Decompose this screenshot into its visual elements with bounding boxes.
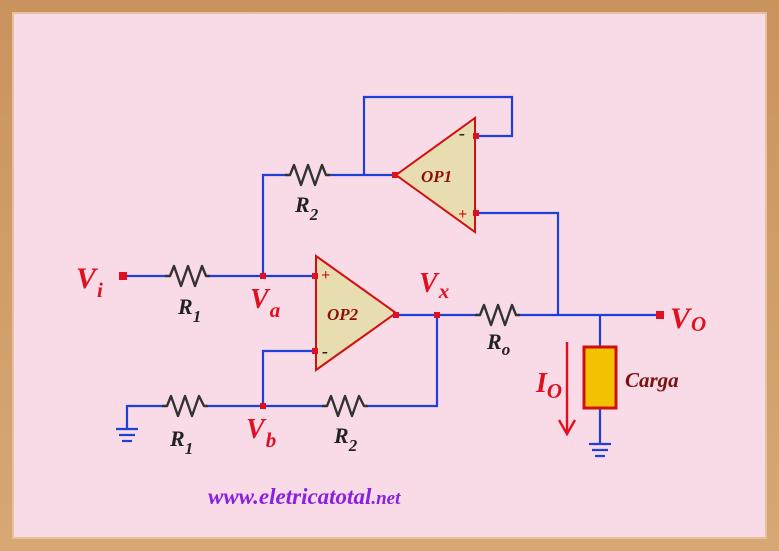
label-r1-top: R1 [177,294,201,326]
label-vi: Vi [76,262,103,302]
label-r1-bottom: R1 [169,426,193,458]
node-va [260,273,266,279]
label-carga: Carga [625,368,679,392]
node-op2-minus [312,348,318,354]
opamp-op1 [394,116,476,234]
node-op2-out [393,312,399,318]
label-va: Va [250,284,280,322]
node-op1-minus [473,133,479,139]
op1-minus-sign: - [459,123,465,143]
op2-minus-sign: - [322,341,328,361]
node-op1-in [392,172,398,178]
node-op1-plus [473,210,479,216]
resistor-r2-top [285,163,330,187]
resistor-r2-bottom [322,394,368,418]
label-ro: Ro [486,329,510,359]
resistor-r1-bottom [162,394,208,418]
ground-left-icon [116,427,138,443]
opamp-op2 [315,254,398,372]
label-vo: VO [670,302,706,336]
load-carga [582,345,618,410]
label-r2-top: R2 [294,192,319,224]
wire-vb-op2minus [261,349,316,406]
label-op1: OP1 [421,167,452,186]
op2-plus-sign: + [321,267,330,284]
resistor-ro [475,303,520,327]
node-vo [656,311,664,319]
site-url[interactable]: www.eletricatotal.net [208,484,401,509]
resistor-r1-top [165,264,210,288]
label-io: IO [535,368,562,403]
node-vi [119,272,127,280]
ground-load-icon [589,442,611,458]
node-vx [434,312,440,318]
wire-op1-feedback [362,95,514,175]
wire-op1-plus-out [476,211,560,315]
label-op2: OP2 [327,305,359,324]
wire-vx-r2bot [368,315,439,408]
label-r2-bottom: R2 [333,423,358,455]
node-op2-plus [312,273,318,279]
node-vb [260,403,266,409]
label-vb: Vb [246,414,276,452]
wire-gnd-r1bot [125,404,162,428]
label-vx: Vx [419,268,449,303]
op1-plus-sign: + [458,206,467,223]
current-arrow-icon [557,342,577,437]
wire-va-r2top [261,173,285,276]
